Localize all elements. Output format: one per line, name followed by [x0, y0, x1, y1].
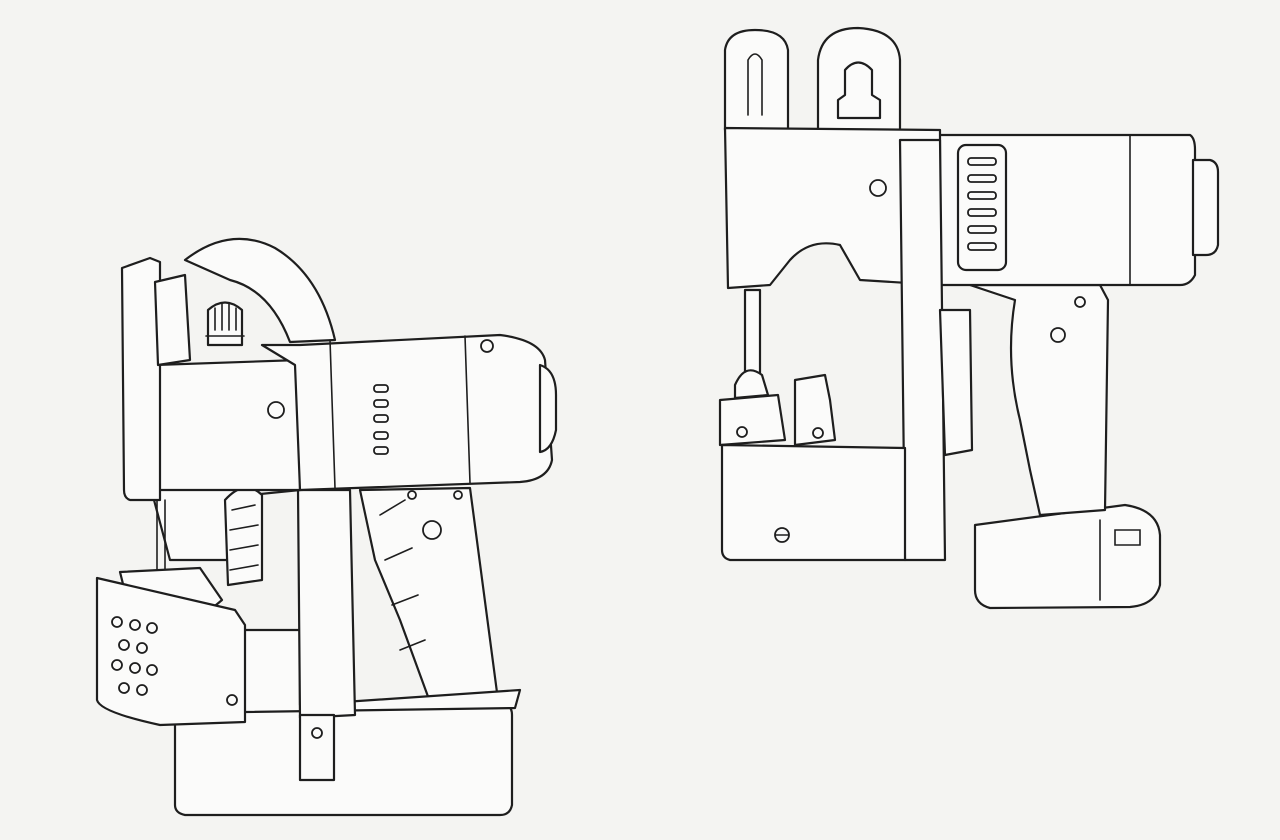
right-needle-bar: [743, 288, 762, 382]
right-motor-side-block: [938, 308, 974, 457]
right-handle-screw-1: [1074, 296, 1086, 308]
left-tension-knob: [206, 301, 244, 347]
right-battery-release: [1099, 519, 1141, 601]
left-needle-bar-plate: [120, 256, 162, 502]
right-battery-pack: [973, 503, 1162, 610]
left-handle-knob: [422, 520, 442, 540]
right-front-column: [898, 138, 947, 562]
right-handle-grip: [968, 283, 1110, 517]
left-motor-housing: [260, 333, 554, 492]
right-handle-screw-2: [1050, 327, 1066, 343]
right-head-eyelet: [869, 179, 887, 197]
right-presser-foot: [733, 369, 770, 400]
left-bottom-latch: [298, 713, 336, 782]
left-end-cap: [538, 363, 558, 454]
left-main-head: [153, 358, 302, 492]
left-plate-screw: [226, 694, 238, 706]
right-bracket-screw-2: [812, 427, 824, 439]
left-handle-ribs: [379, 499, 426, 651]
left-column-body: [296, 488, 357, 720]
left-housing-screw: [480, 339, 494, 353]
right-bracket-screw-1: [736, 426, 748, 438]
right-lower-block: [720, 443, 907, 562]
right-tension-knob: [836, 61, 882, 120]
left-needle: [156, 499, 166, 571]
right-feed-bracket-1: [718, 393, 787, 447]
left-tension-plate: [153, 273, 192, 367]
left-vent-slots: [373, 384, 389, 455]
left-machine-view: [95, 237, 558, 817]
left-head-eyelet: [267, 401, 285, 419]
left-knob-grip-lines: [205, 303, 245, 337]
left-plate-holes: [111, 616, 158, 696]
left-handle-screw-2: [453, 490, 463, 500]
right-end-cap: [1191, 158, 1220, 257]
right-machine-view: [718, 26, 1220, 610]
left-throat-plate-block: [95, 576, 247, 727]
left-latch-screw: [311, 727, 323, 739]
right-feed-bracket-2: [793, 373, 837, 447]
left-thread-spool-cover: [183, 237, 337, 344]
left-housing-bands: [329, 335, 471, 489]
right-loop-slot-left: [747, 53, 763, 116]
right-main-head: [723, 126, 942, 290]
left-handle-grip: [358, 486, 500, 704]
right-thread-loop-left: [723, 28, 790, 132]
left-yarn-texture: [229, 504, 259, 571]
left-handle-screw-1: [407, 490, 417, 500]
right-vent-slots: [956, 143, 1008, 272]
